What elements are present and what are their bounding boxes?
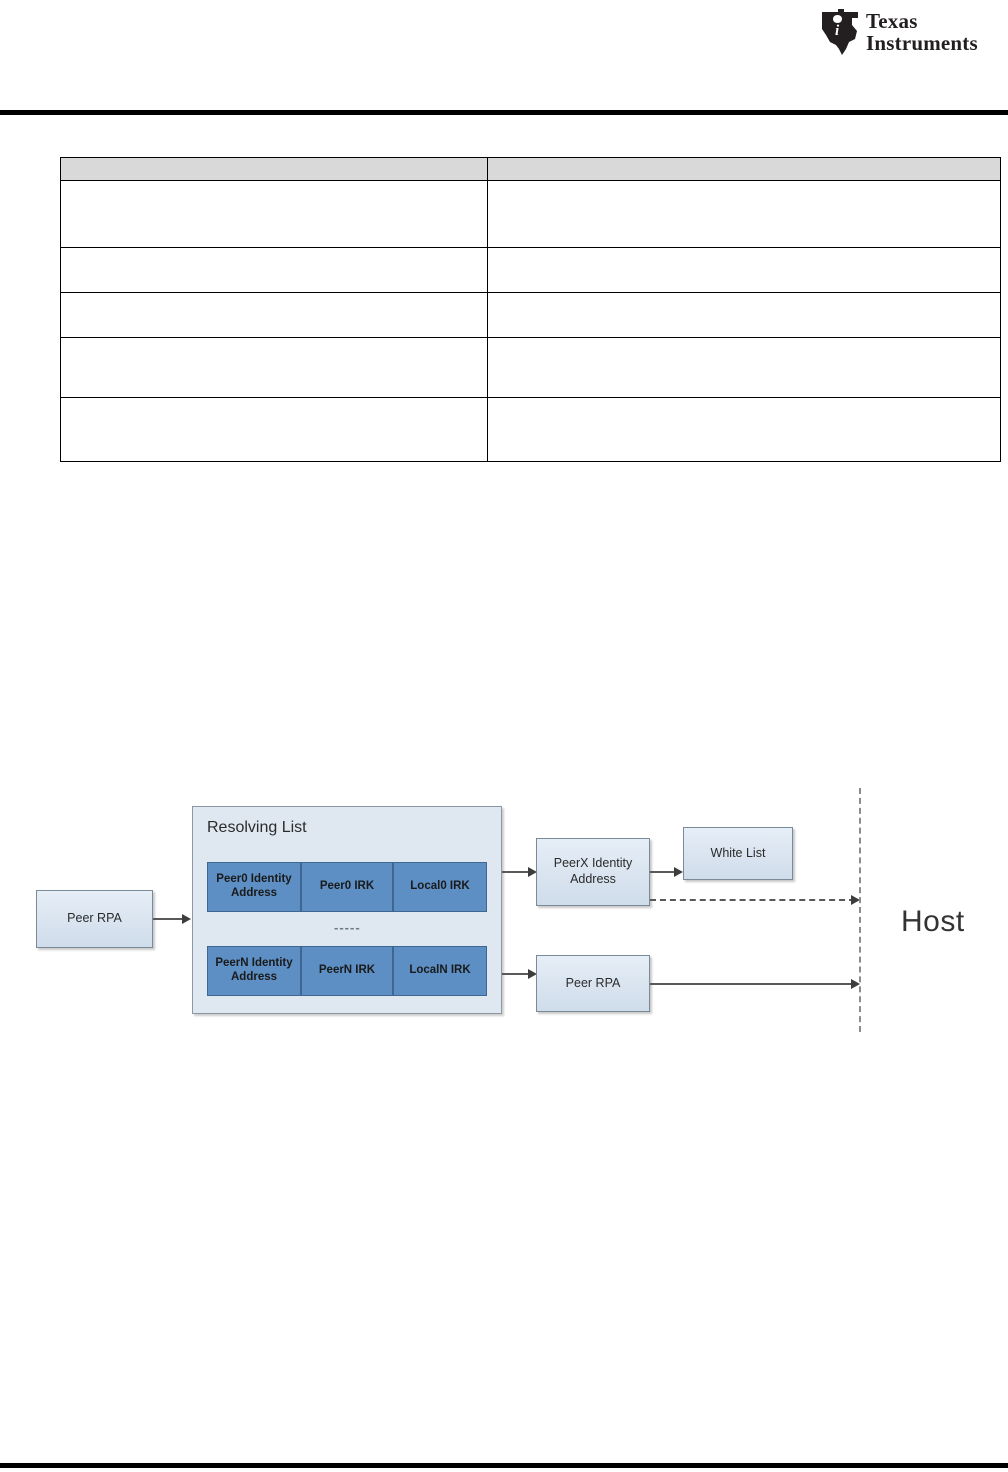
resolving-list-row0-local-irk-label: Local0 IRK	[410, 880, 470, 893]
ti-texas-state-icon: i	[822, 9, 858, 55]
header-divider-rule	[0, 110, 1008, 115]
table-row	[60, 397, 1001, 462]
ti-logo-wordmark: Texas Instruments	[866, 8, 978, 55]
table-row	[60, 247, 1001, 293]
resolving-list-rown-identity-address-label: PeerN Identity Address	[215, 957, 293, 983]
table-body	[60, 180, 1001, 462]
resolving-list-title: Resolving List	[207, 819, 307, 836]
table-cell	[487, 397, 1001, 462]
arrow-resolvinglist-to-peerrpa-output	[502, 973, 530, 975]
resolving-list-ellipsis: -----	[334, 920, 361, 935]
white-list-label: White List	[710, 845, 766, 860]
host-label: Host	[901, 905, 965, 938]
table-row	[60, 180, 1001, 248]
table-cell	[487, 180, 1001, 248]
peer-rpa-output-label: Peer RPA	[565, 975, 621, 990]
table-header-cell-1	[60, 157, 488, 181]
peer-rpa-output-box: Peer RPA	[536, 955, 650, 1012]
arrow-head-resolvinglist-to-peerx	[528, 866, 537, 877]
arrow-head-peerx-to-host-dashed	[851, 894, 860, 905]
table-cell	[60, 397, 488, 462]
footer-divider-rule	[0, 1463, 1008, 1468]
resolving-list-rown-identity-address: PeerN Identity Address	[207, 946, 301, 996]
resolving-list-rown-local-irk: LocalN IRK	[393, 946, 487, 996]
table-row	[60, 337, 1001, 398]
table-row	[60, 292, 1001, 338]
rpa-resolution-diagram: Peer RPA Resolving List Peer0 Identity A…	[0, 770, 1008, 1070]
peerx-identity-address-label: PeerX Identity Address	[553, 856, 633, 886]
arrow-head-resolvinglist-to-peerrpa-output	[528, 968, 537, 979]
peer-rpa-input-box: Peer RPA	[36, 890, 153, 948]
white-list-box: White List	[683, 827, 793, 880]
texas-instruments-logo: i Texas Instruments	[818, 8, 1000, 56]
peer-rpa-input-label: Peer RPA	[67, 911, 122, 926]
table-header	[60, 157, 1001, 181]
arrow-peerx-to-whitelist	[650, 871, 676, 873]
host-boundary-divider	[859, 788, 861, 1032]
table-header-cell-2	[487, 157, 1001, 181]
resolving-list-rown-local-irk-label: LocalN IRK	[409, 964, 471, 977]
resolving-list-row0-peer-irk-label: Peer0 IRK	[319, 880, 375, 893]
table-cell	[487, 247, 1001, 293]
resolving-list-row0-local-irk: Local0 IRK	[393, 862, 487, 912]
arrow-head-peerx-to-whitelist	[674, 866, 683, 877]
table-cell	[60, 180, 488, 248]
ti-logo-line-1: Texas	[866, 8, 918, 33]
arrow-peerrpa-to-resolvinglist	[153, 918, 184, 920]
resolving-list-rown-peer-irk: PeerN IRK	[301, 946, 393, 996]
resolving-list-rown-peer-irk-label: PeerN IRK	[318, 964, 376, 977]
svg-text:i: i	[835, 23, 840, 39]
table-cell	[487, 292, 1001, 338]
table-header-row	[60, 157, 1001, 181]
arrow-head-peerrpa-output-to-host	[851, 978, 860, 989]
resolving-list-row0-identity-address-label: Peer0 Identity Address	[216, 873, 292, 899]
arrow-resolvinglist-to-peerx	[502, 871, 530, 873]
table-cell	[487, 337, 1001, 398]
arrow-peerrpa-output-to-host	[650, 983, 855, 985]
arrow-head-peerrpa-to-resolvinglist	[182, 913, 191, 924]
table-cell	[60, 247, 488, 293]
resolving-list-row0-peer-irk: Peer0 IRK	[301, 862, 393, 912]
arrow-peerx-to-host-dashed	[650, 899, 855, 901]
ti-logo-line-2: Instruments	[866, 30, 978, 55]
table-cell	[60, 337, 488, 398]
spec-table	[60, 157, 1001, 462]
peerx-identity-address-box: PeerX Identity Address	[536, 838, 650, 906]
table-cell	[60, 292, 488, 338]
resolving-list-row0-identity-address: Peer0 Identity Address	[207, 862, 301, 912]
